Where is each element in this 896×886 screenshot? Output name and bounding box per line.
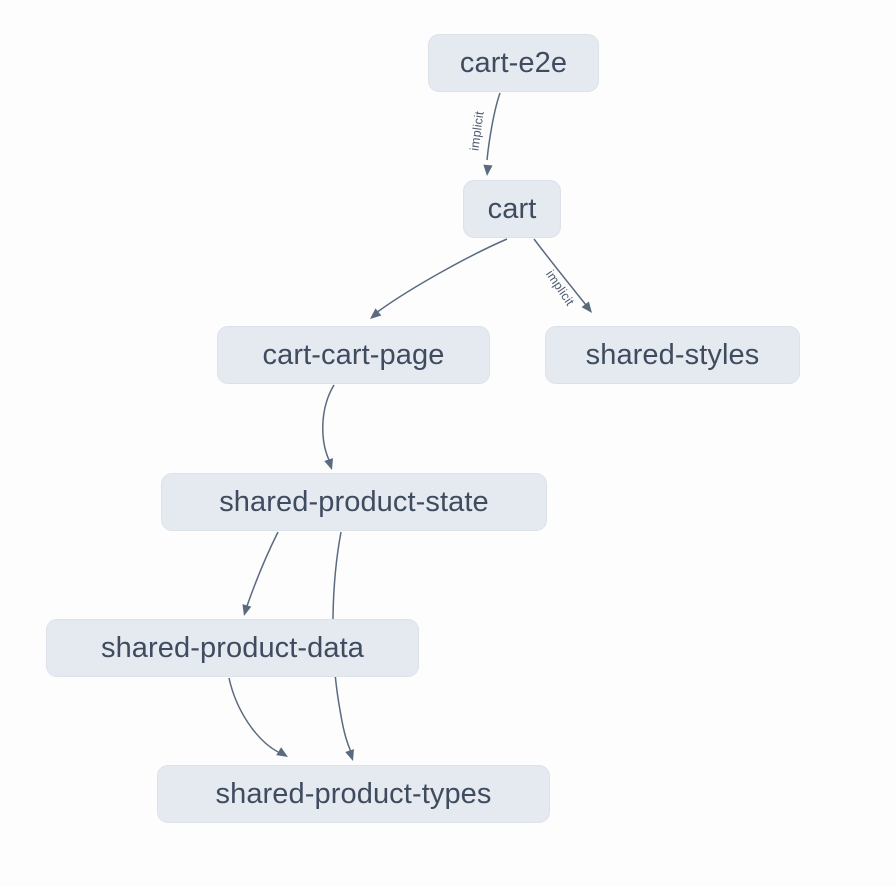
graph-node-label: cart (487, 192, 537, 225)
graph-node-label: cart-e2e (459, 46, 568, 79)
graph-node-cart-e2e[interactable]: cart-e2e (428, 34, 599, 92)
graph-node-shared-product-types[interactable]: shared-product-types (157, 765, 550, 823)
graph-node-label: shared-product-data (100, 631, 365, 664)
graph-node-shared-product-data[interactable]: shared-product-data (46, 619, 419, 677)
graph-node-shared-styles[interactable]: shared-styles (545, 326, 800, 384)
graph-node-label: shared-styles (585, 338, 760, 371)
graph-node-label: cart-cart-page (262, 338, 445, 371)
graph-node-cart-cart-page[interactable]: cart-cart-page (217, 326, 490, 384)
graph-node-label: shared-product-state (219, 485, 489, 518)
graph-node-label: shared-product-types (215, 777, 492, 810)
graph-node-shared-product-state[interactable]: shared-product-state (161, 473, 547, 531)
graph-node-cart[interactable]: cart (463, 180, 561, 238)
